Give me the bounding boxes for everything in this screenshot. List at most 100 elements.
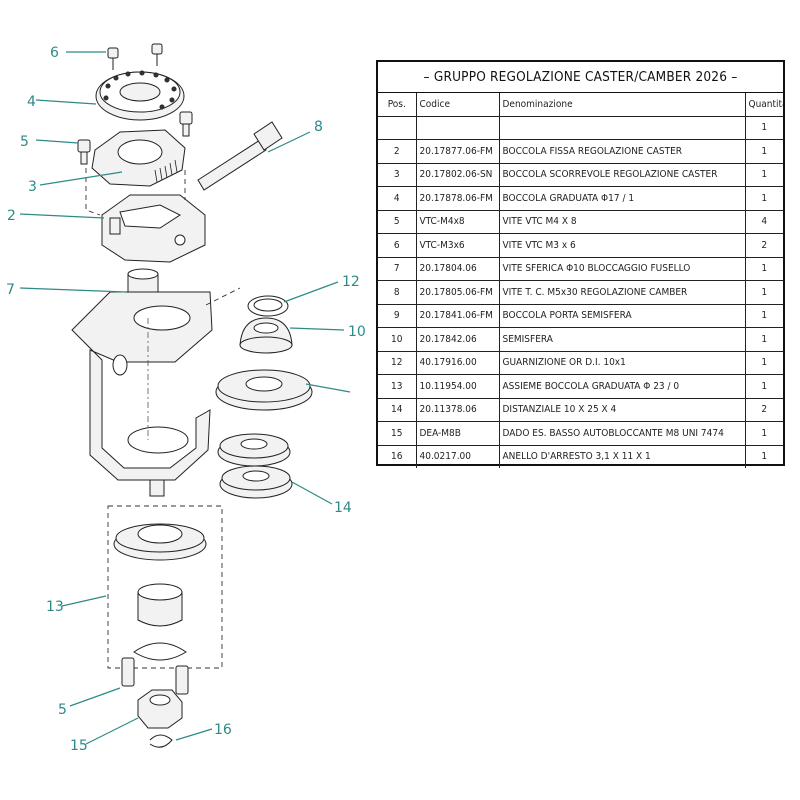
cell-pos: 13 [378,374,417,399]
cell-quantita: 1 [745,304,783,328]
bom-title: – GRUPPO REGOLAZIONE CASTER/CAMBER 2026 … [378,62,783,93]
cell-pos: 8 [378,280,417,305]
bom-header-row: Pos. Codice Denominazione Quantità [378,93,783,117]
upright-frame [71,291,213,497]
cell-quantita: 4 [745,210,783,234]
callout-5-lower: 5 [58,702,67,718]
cell-pos: 15 [378,421,417,446]
cell-denominazione: ANELLO D'ARRESTO 3,1 X 11 X 1 [499,445,746,468]
cell-quantita: 1 [745,374,783,399]
cell-quantita: 1 [745,163,783,187]
cell-codice: 40.17916.00 [416,351,500,375]
header-denominazione: Denominazione [499,93,746,117]
cell-pos: 16 [378,445,417,468]
callout-8: 8 [314,119,323,135]
part-14-spacers [217,433,293,499]
cell-quantita: 1 [745,421,783,446]
cell-denominazione: DISTANZIALE 10 X 25 X 4 [499,398,746,422]
cell-codice: DEA-M8B [416,421,500,446]
part-3-sliding-bushing [91,129,186,187]
callout-13: 13 [46,599,64,615]
callout-14: 14 [334,500,352,516]
cell-denominazione: BOCCOLA PORTA SEMISFERA [499,304,746,328]
cell-pos: 9 [378,304,417,328]
callout-2: 2 [7,208,16,224]
part-6-screws [107,43,163,70]
bom-table: Pos. Codice Denominazione Quantità 1220.… [378,93,783,468]
cell-codice: 20.17804.06 [416,257,500,281]
callout-7: 7 [6,282,15,298]
cell-quantita: 1 [745,351,783,375]
cell-quantita: 1 [761,451,768,463]
header-quantita: Quantità [745,93,783,117]
part-13-group-box [107,505,223,669]
part-12-o-ring [247,295,289,317]
cell-denominazione: ASSIEME BOCCOLA GRADUATA Φ 23 / 0 [499,374,746,399]
callout-10: 10 [348,324,366,340]
cell-denominazione: VITE VTC M4 X 8 [499,210,746,234]
cell-pos: 2 [378,139,417,164]
cell-pos: 10 [378,327,417,352]
part-4-graduated-ring [95,70,185,121]
cell-pos: 14 [378,398,417,422]
part-15-nut [137,689,183,729]
callout-5-upper: 5 [20,134,29,150]
header-pos: Pos. [378,93,417,117]
cell-denominazione: BOCCOLA FISSA REGOLAZIONE CASTER [499,139,746,164]
callout-16: 16 [214,722,232,738]
cell-codice [416,116,500,140]
callout-4: 4 [27,94,36,110]
cell-codice: 20.17805.06-FM [416,280,500,305]
cell-codice: 20.17802.06-SN [416,163,500,187]
cell-pos: 12 [378,351,417,375]
cell-codice: 20.17877.06-FM [416,139,500,164]
part-2-fixed-bushing [101,194,206,263]
cell-codice: VTC-M4x8 [416,210,500,234]
table-row: 1 [378,116,783,140]
cell-codice: VTC-M3x6 [416,233,500,258]
cell-codice: 40.0217.00 [416,445,500,468]
cell-pos: 6 [378,233,417,258]
cell-codice: 20.11378.06 [416,398,500,422]
cell-pos: 7 [378,257,417,281]
cell-quantita: 1 [745,186,783,211]
cell-codice: 20.17841.06-FM [416,304,500,328]
cell-denominazione: DADO ES. BASSO AUTOBLOCCANTE M8 UNI 7474 [499,421,746,446]
header-codice: Codice [416,93,500,117]
part-9-washer [215,369,313,411]
callout-12: 12 [342,274,360,290]
cell-pos: 5 [378,210,417,234]
cell-denominazione: BOCCOLA SCORREVOLE REGOLAZIONE CASTER [499,163,746,187]
cell-quantita: 1 [745,116,783,140]
callout-6: 6 [50,45,59,61]
cell-denominazione: BOCCOLA GRADUATA Φ17 / 1 [499,186,746,211]
callout-3: 3 [28,179,37,195]
cell-codice: 10.11954.00 [416,374,500,399]
callout-leaders [19,51,351,745]
callout-15: 15 [70,738,88,754]
cell-denominazione [499,116,746,140]
bill-of-materials: – GRUPPO REGOLAZIONE CASTER/CAMBER 2026 … [376,60,785,468]
cell-quantita: 2 [745,233,783,258]
cell-denominazione: SEMISFERA [499,327,746,352]
cell-quantita: 2 [745,398,783,422]
cell-pos: 3 [378,163,417,187]
cell-quantita: 1 [745,139,783,164]
cell-denominazione: VITE SFERICA Φ10 BLOCCAGGIO FUSELLO [499,257,746,281]
